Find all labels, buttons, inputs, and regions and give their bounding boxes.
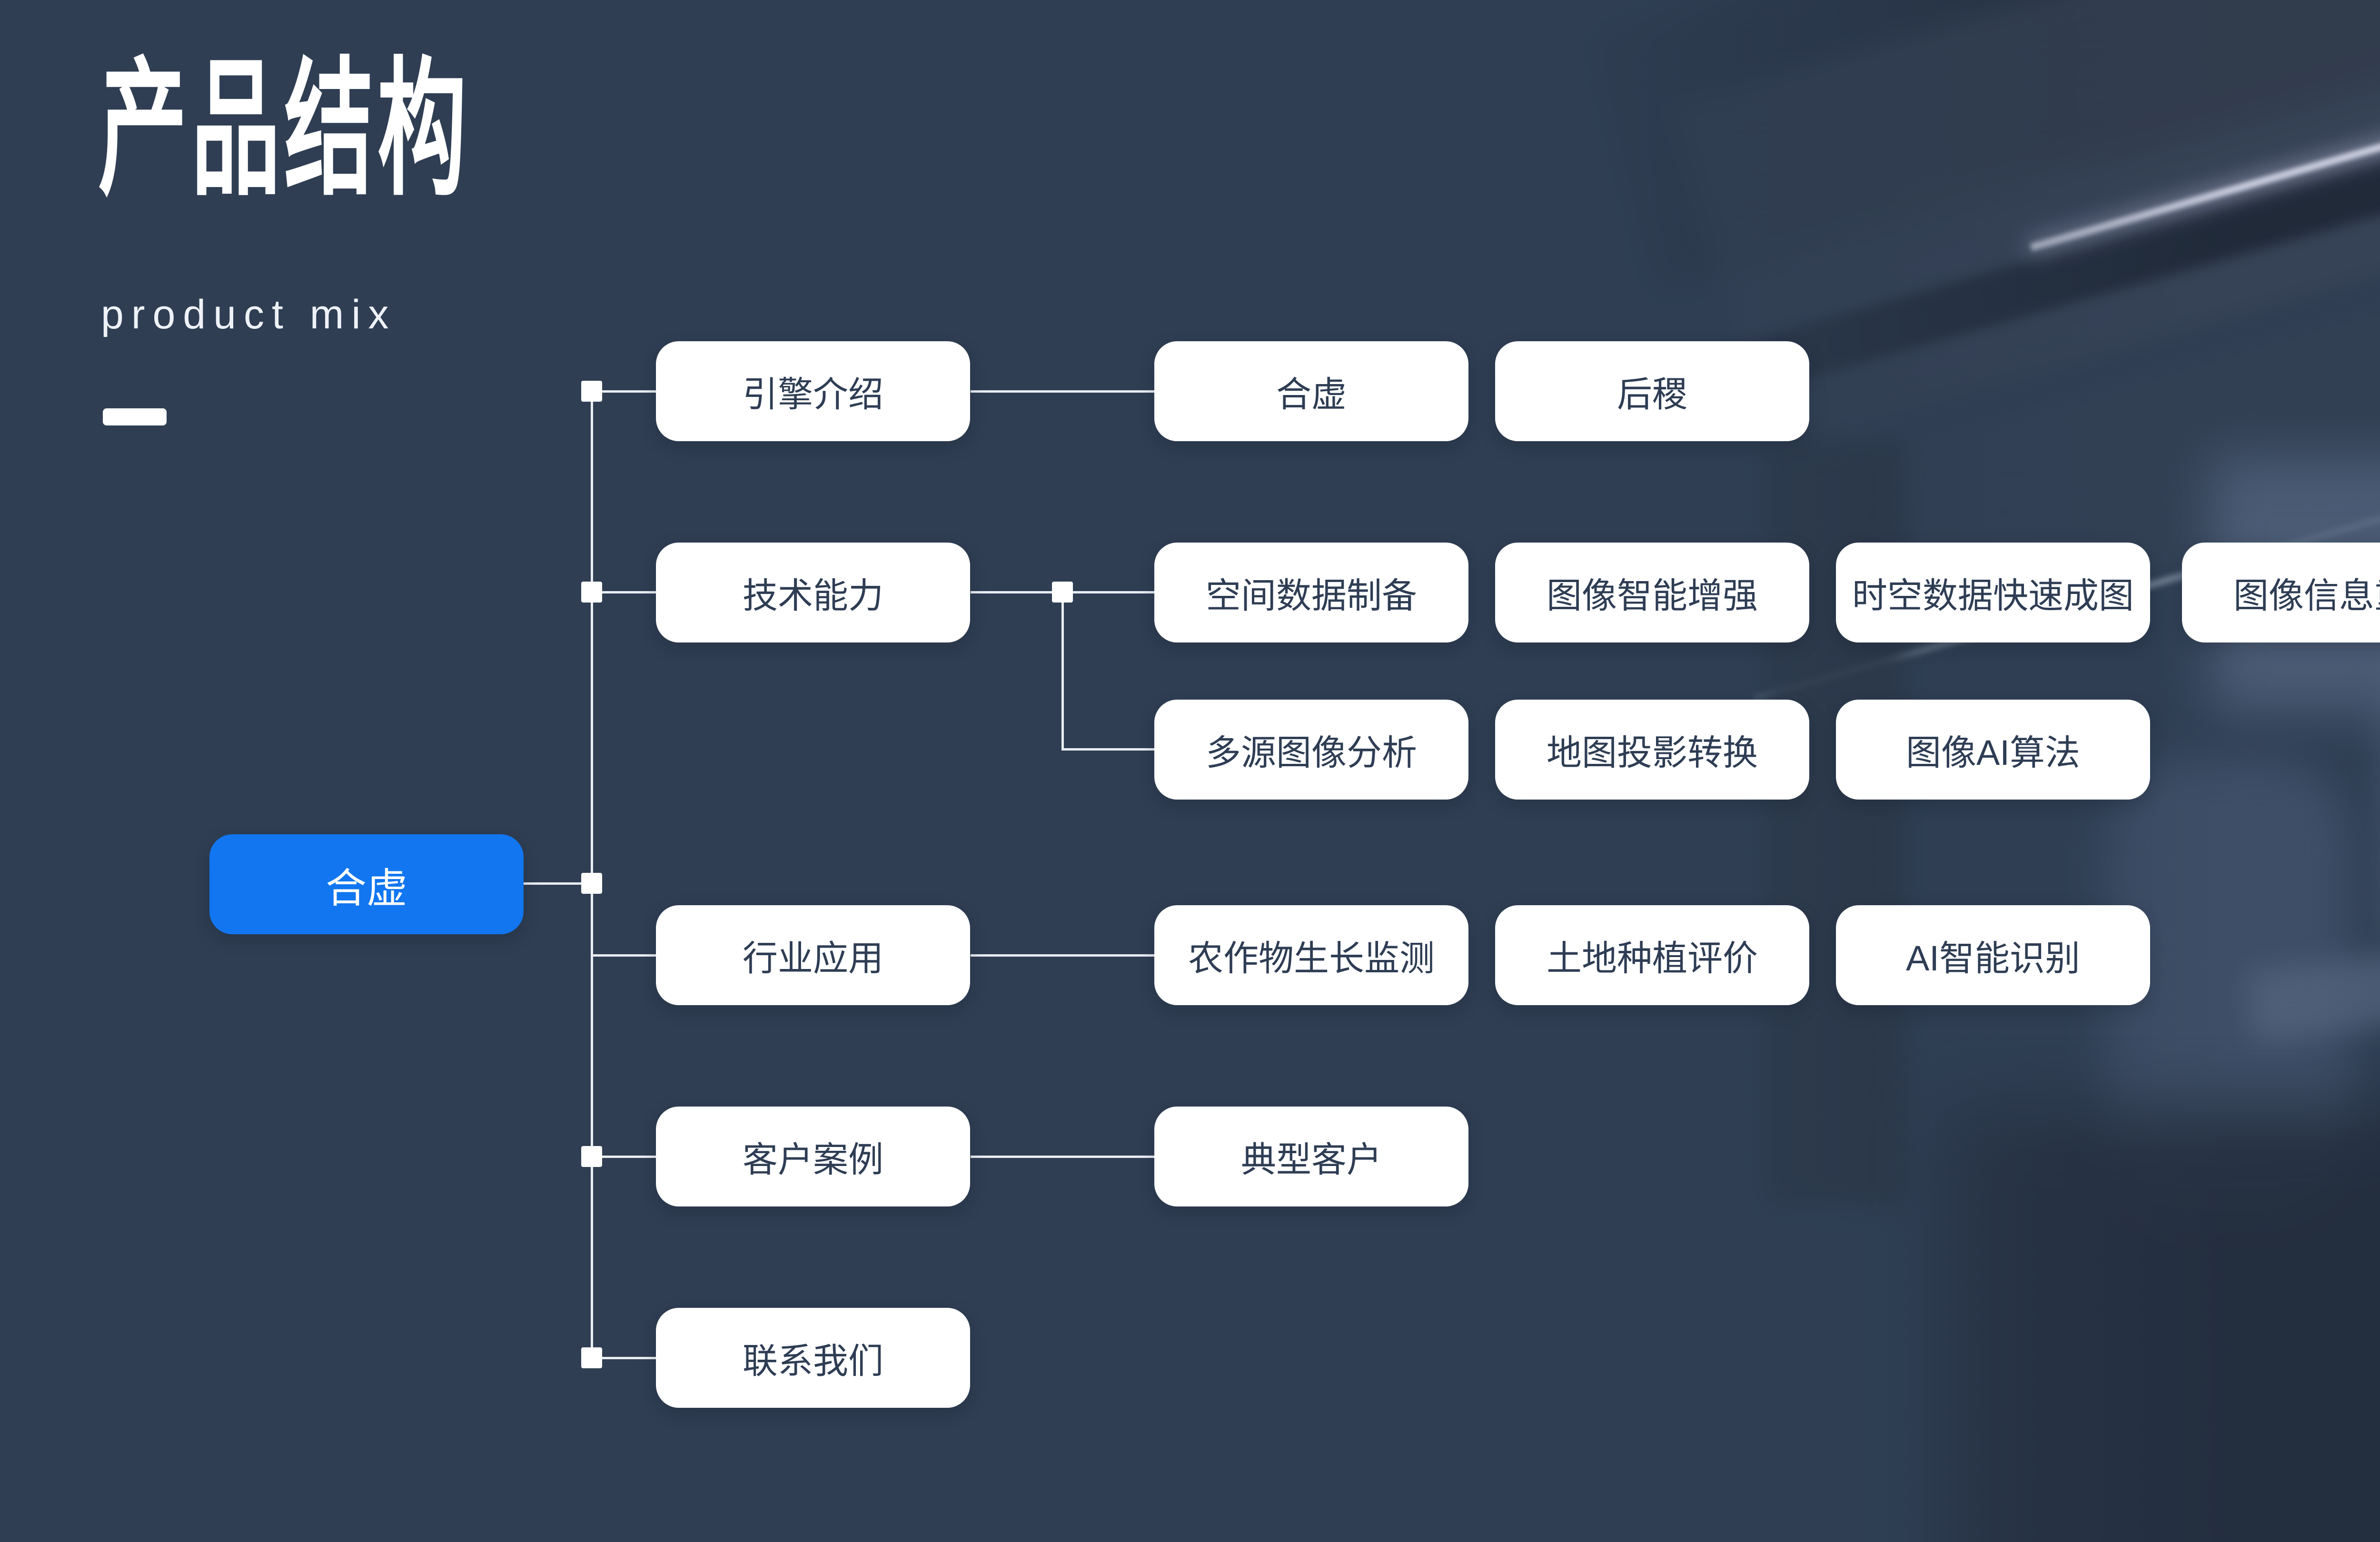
connector-line <box>971 390 1154 393</box>
page-title: 产品结构 <box>98 47 471 213</box>
title-underline <box>103 408 167 425</box>
diagram-node-leaf: 合虚 <box>1154 341 1468 441</box>
diagram-node-leaf: AI智能识别 <box>1836 905 2150 1005</box>
connector-line <box>971 1156 1154 1158</box>
junction-node <box>581 1347 602 1368</box>
diagram-node-leaf: 农作物生长监测 <box>1154 905 1468 1005</box>
diagram-node-branch: 客户案例 <box>656 1107 970 1206</box>
diagram-node-leaf: 图像智能增强 <box>1495 543 1809 642</box>
connector-line <box>592 1156 656 1158</box>
junction-node <box>581 582 602 603</box>
connector-line <box>592 954 656 957</box>
diagram-node-leaf: 土地种植评价 <box>1495 905 1809 1005</box>
diagram-node-leaf: 地图投影转换 <box>1495 700 1809 800</box>
diagram-node-branch: 行业应用 <box>656 905 970 1005</box>
connector-line <box>592 390 656 393</box>
diagram-node-branch: 技术能力 <box>656 543 970 642</box>
diagram-node-branch: 引擎介绍 <box>656 341 970 441</box>
root-connector-line <box>524 882 593 885</box>
connector-line <box>1061 748 1154 751</box>
junction-node <box>581 873 602 894</box>
connector-line <box>971 954 1154 957</box>
diagram-node-leaf: 多源图像分析 <box>1154 700 1468 800</box>
connector-line <box>592 1357 656 1359</box>
junction-node <box>581 1146 602 1167</box>
diagram-node-leaf: 时空数据快速成图 <box>1836 543 2150 642</box>
junction-node <box>1052 582 1073 603</box>
diagram-node-leaf: 后稷 <box>1495 341 1809 441</box>
diagram-node-leaf: 图像AI算法 <box>1836 700 2150 800</box>
diagram-node-leaf: 典型客户 <box>1154 1107 1468 1206</box>
diagram-node-branch: 联系我们 <box>656 1308 970 1408</box>
page-subtitle: product mix <box>101 292 397 337</box>
junction-node <box>581 381 602 402</box>
connector-line <box>1061 592 1064 749</box>
connector-line <box>592 591 656 593</box>
diagram-node-leaf: 空间数据制备 <box>1154 543 1468 642</box>
diagram-node-leaf: 图像信息重组 <box>2182 543 2380 642</box>
diagram-node-root: 合虚 <box>209 834 524 934</box>
